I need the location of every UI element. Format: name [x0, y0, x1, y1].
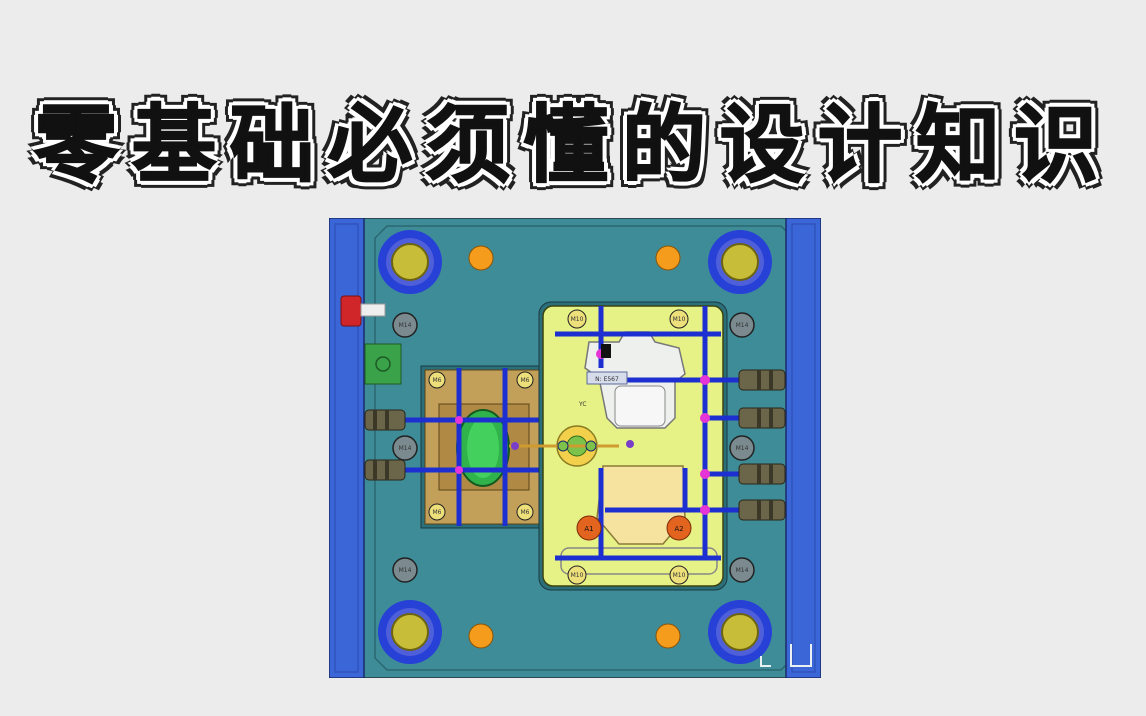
view-orientation-icon[interactable]: [760, 644, 812, 667]
ejector-rod: [360, 303, 386, 317]
svg-text:M10: M10: [673, 572, 686, 579]
gate-marker-a1[interactable]: A1: [576, 515, 602, 541]
annotation-tag: [586, 371, 628, 385]
cooling-junction: [455, 416, 463, 424]
cooling-fitting-right: [738, 407, 786, 429]
m10-screw: M10: [669, 565, 689, 585]
leader-bush-bottom-right: [708, 600, 772, 664]
svg-text:A1: A1: [584, 525, 593, 533]
cooling-fitting-left: [364, 409, 406, 431]
core-cooling-junctions: [596, 349, 710, 515]
locating-block: [364, 343, 402, 385]
socket-screw: M6: [428, 371, 446, 389]
annotation-text: N: E567: [595, 376, 619, 383]
svg-text:M6: M6: [521, 377, 530, 384]
m14-screw: M14: [392, 312, 418, 338]
leader-bush-top-right: [708, 230, 772, 294]
m14-screw: M14: [392, 435, 418, 461]
sensor-marker: [601, 344, 611, 358]
socket-screw: M6: [516, 503, 534, 521]
cooling-fitting-right: [738, 499, 786, 521]
svg-text:M6: M6: [433, 377, 442, 384]
svg-text:M14: M14: [399, 567, 412, 574]
locating-dot: [655, 623, 681, 649]
axis-label: YC: [578, 401, 587, 408]
core-cooling-lines: [555, 306, 785, 561]
locating-block-hole: [375, 356, 391, 372]
m10-screw: M10: [567, 565, 587, 585]
video-title: 零基础必须懂的设计知识: [33, 95, 1112, 195]
svg-text:M6: M6: [433, 509, 442, 516]
svg-text:M10: M10: [571, 572, 584, 579]
right-clamp-plate: [785, 217, 822, 679]
m10-screw: M10: [669, 309, 689, 329]
locating-dot: [468, 245, 494, 271]
svg-text:M14: M14: [399, 322, 412, 329]
cooling-fitting-right: [738, 369, 786, 391]
gate-marker-a2[interactable]: A2: [666, 515, 692, 541]
socket-screw: M6: [516, 371, 534, 389]
mold-base-drawing[interactable]: M14 M14 M14 M14 M14 M14 M6 M6 M6 M6: [328, 217, 822, 679]
locating-dot: [468, 623, 494, 649]
m14-screw: M14: [729, 557, 755, 583]
left-clamp-inner-edge: [334, 223, 359, 673]
m10-screw: M10: [567, 309, 587, 329]
left-clamp-plate: [328, 217, 365, 679]
leader-bush-top-left: [378, 230, 442, 294]
runner-end: [557, 440, 569, 452]
svg-text:A2: A2: [674, 525, 683, 533]
m14-screw: M14: [729, 312, 755, 338]
cooling-fitting-left: [364, 459, 406, 481]
cad-viewport[interactable]: M14 M14 M14 M14 M14 M14 M6 M6 M6 M6: [328, 217, 822, 679]
svg-text:M10: M10: [571, 316, 584, 323]
leader-bush-bottom-left: [378, 600, 442, 664]
socket-screw: M6: [428, 503, 446, 521]
sprue-locator[interactable]: [509, 425, 619, 467]
svg-text:M10: M10: [673, 316, 686, 323]
cooling-junction: [455, 466, 463, 474]
part-base-outline: [560, 547, 718, 575]
svg-text:M14: M14: [399, 445, 412, 452]
locating-dot: [655, 245, 681, 271]
cooling-fitting-right: [738, 463, 786, 485]
runner-end: [585, 440, 597, 452]
part-pocket: [614, 385, 666, 427]
svg-text:M14: M14: [736, 445, 749, 452]
ejector-pin: [626, 440, 634, 448]
ejector-pin: [511, 442, 519, 450]
right-clamp-inner-edge: [791, 223, 816, 673]
m14-screw: M14: [729, 435, 755, 461]
svg-text:M14: M14: [736, 322, 749, 329]
m14-screw: M14: [392, 557, 418, 583]
ejector-knob[interactable]: [340, 295, 362, 327]
slider-core-face: [467, 418, 499, 478]
svg-text:M14: M14: [736, 567, 749, 574]
part-lower-area: [596, 465, 686, 545]
svg-text:M6: M6: [521, 509, 530, 516]
